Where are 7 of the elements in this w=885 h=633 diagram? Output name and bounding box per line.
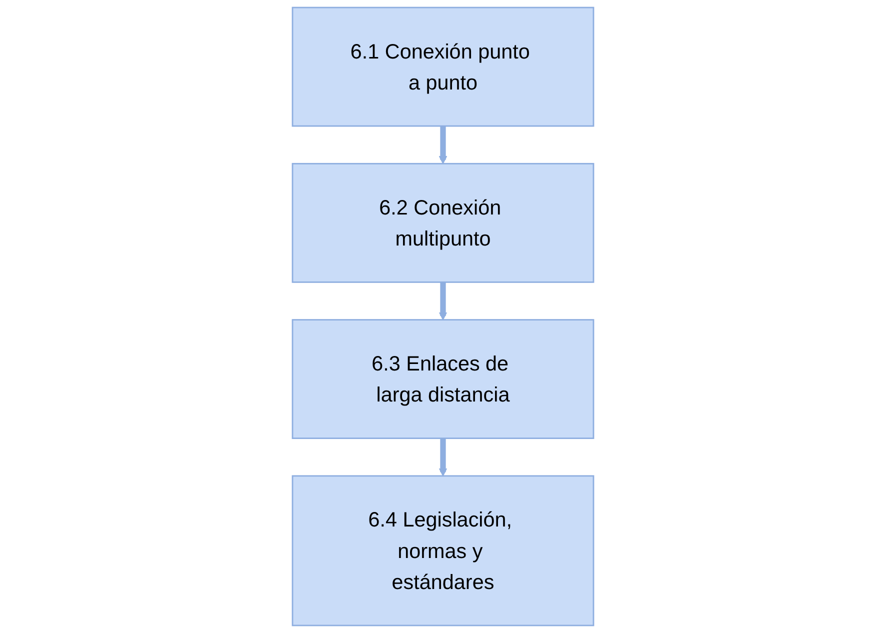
arrow: [438, 282, 447, 320]
arrow: [438, 126, 447, 164]
node-box: 6.2 Conexión multipunto: [291, 162, 594, 283]
node-box: 6.3 Enlaces de larga distancia: [291, 319, 594, 439]
arrow: [438, 438, 447, 476]
node-box: 6.1 Conexión punto a punto: [291, 6, 594, 127]
node-box: 6.4 Legislación, normas y estándares: [291, 475, 594, 626]
